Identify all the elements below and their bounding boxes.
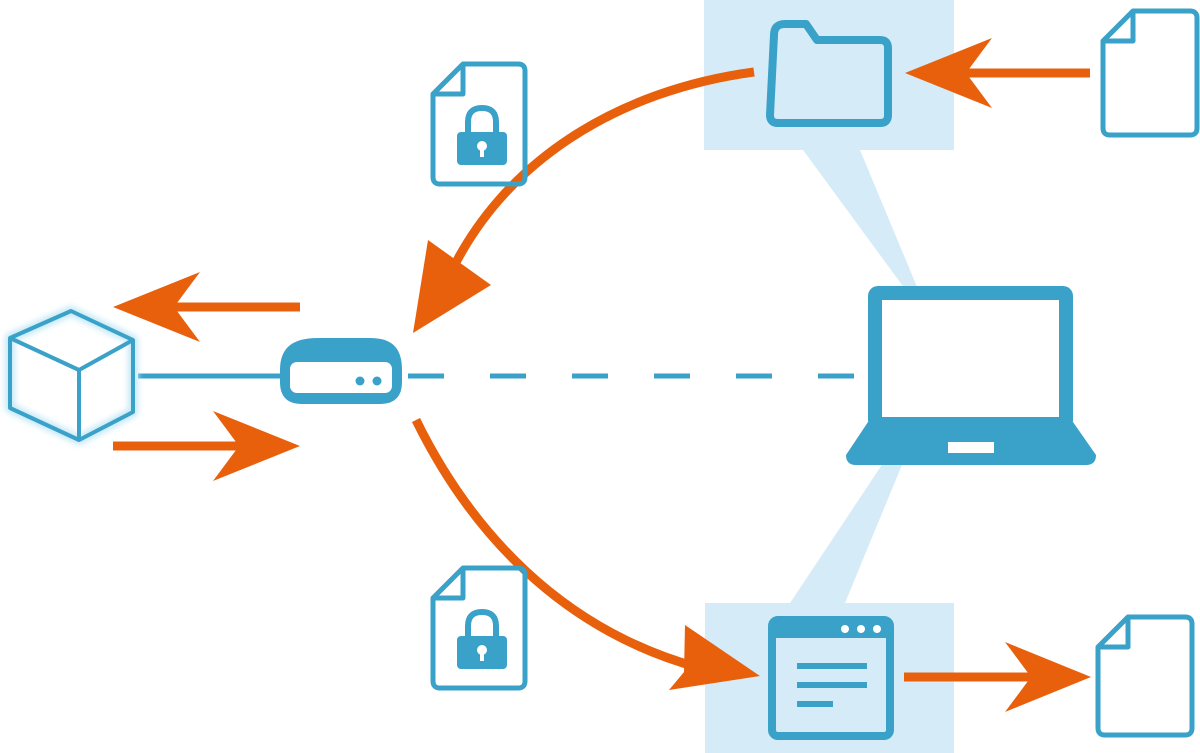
server-icon [280,338,402,404]
folder-to-server-arrowhead [413,240,491,333]
server-to-cube-arrowhead [113,272,200,342]
lock-icon [457,104,507,165]
browser-to-document-arrowhead [1005,642,1091,712]
cube-icon [5,306,138,445]
laptop-icon [846,286,1096,465]
locked-document-icon-bottom [430,565,528,691]
cube-to-server-arrowhead [213,411,300,481]
server-to-browser-arrow-line [411,418,702,673]
document-icon-top-right [1100,8,1200,138]
document-icon-bottom-right [1095,614,1195,738]
document-to-folder-arrowhead [905,38,992,108]
locked-document-icon-top [430,61,528,187]
browser-window-icon [768,616,894,740]
folder-to-server-arrow-line [440,67,755,287]
lock-icon [457,608,507,669]
folder-callout-wedge [803,150,935,330]
server-to-browser-arrowhead [669,625,760,690]
folder-icon [766,20,892,127]
